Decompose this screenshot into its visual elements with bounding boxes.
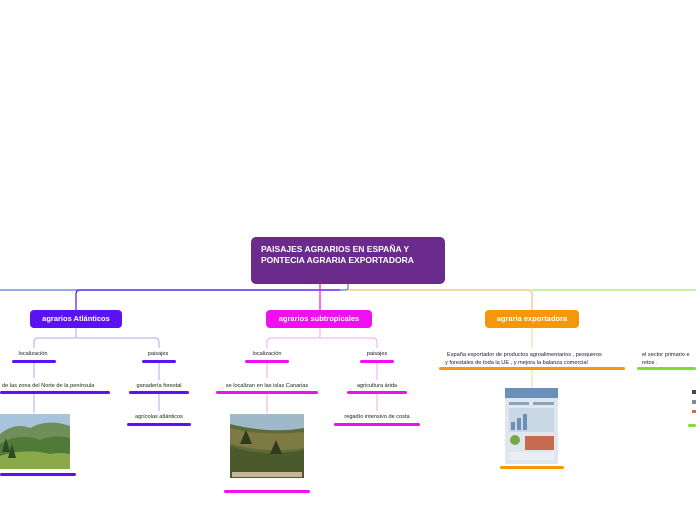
leaf-exp-text-line1: España exportador de productos agroalime… [445, 351, 602, 359]
underline-sub-agricultura-arida [347, 391, 407, 394]
underline-sub-canarias [216, 391, 318, 394]
underline-sub-photo [224, 490, 310, 493]
connector-sub-loc [267, 328, 320, 348]
underline-atl-ganaderia [129, 391, 189, 394]
leaf-exp-text[interactable]: España exportador de productos agroalime… [445, 351, 602, 367]
connector-atl-pai [76, 338, 159, 348]
leaf-atl-zona-norte[interactable]: de las zona del Norte de la península [2, 382, 94, 390]
underline-sub-localizacion [245, 360, 289, 363]
landscape-photo-atlantic [0, 414, 70, 469]
underline-green-image [688, 424, 696, 427]
underline-sub-regadio [334, 423, 420, 426]
branch-agrarios-subtropicales[interactable]: agrarios subtropicales [266, 310, 372, 328]
connector-atlanticos [76, 290, 340, 310]
underline-exp-text [439, 367, 625, 370]
connector-atl-loc [34, 328, 76, 348]
leaf-green-text[interactable]: el sector primario e retos . [642, 351, 690, 367]
connector-exportadora [348, 290, 532, 310]
underline-sub-paisajes [360, 360, 394, 363]
central-topic[interactable]: PAISAJES AGRARIOS EN ESPAÑA Y PONTECIA A… [251, 237, 445, 284]
landscape-photo-subtropical [230, 414, 304, 478]
leaf-atl-agricolas[interactable]: agrícolas atlánticos [126, 413, 192, 421]
branch-agraria-exportadora[interactable]: agraria exportadora [485, 310, 579, 328]
underline-exp-image [500, 466, 564, 469]
leaf-exp-text-line2: y forestales de toda la UE , y mejora la… [445, 359, 602, 367]
underline-atl-localizacion [12, 360, 56, 363]
underline-green-text [637, 367, 696, 370]
underline-atl-agricolas [127, 423, 191, 426]
leaf-atl-ganaderia[interactable]: ganadería forestal [128, 382, 190, 390]
leaf-sub-canarias[interactable]: se localizan en las islas Canarias [216, 382, 318, 390]
leaf-atl-paisajes[interactable]: paisajes [138, 350, 178, 358]
leaf-sub-agricultura-arida[interactable]: agricultura árida [346, 382, 408, 390]
underline-atl-photo [0, 473, 76, 476]
underline-atl-paisajes [142, 360, 176, 363]
connector-left-edge [0, 284, 348, 290]
leaf-sub-localizacion[interactable]: localización [242, 350, 292, 358]
leaf-sub-regadio[interactable]: regadío intensivo de costa [334, 413, 420, 421]
leaf-sub-paisajes[interactable]: paisajes [357, 350, 397, 358]
underline-atl-zona-norte [0, 391, 110, 394]
infographic-image [505, 388, 558, 464]
branch-agrarios-atlanticos[interactable]: agrarios Atlánticos [30, 310, 122, 328]
leaf-atl-localizacion[interactable]: localización [8, 350, 58, 358]
leaf-green-text-line2: retos . [642, 359, 690, 367]
green-branch-image-fragment [690, 388, 696, 418]
connector-sub-pai [320, 338, 377, 348]
leaf-green-text-line1: el sector primario e [642, 351, 690, 359]
